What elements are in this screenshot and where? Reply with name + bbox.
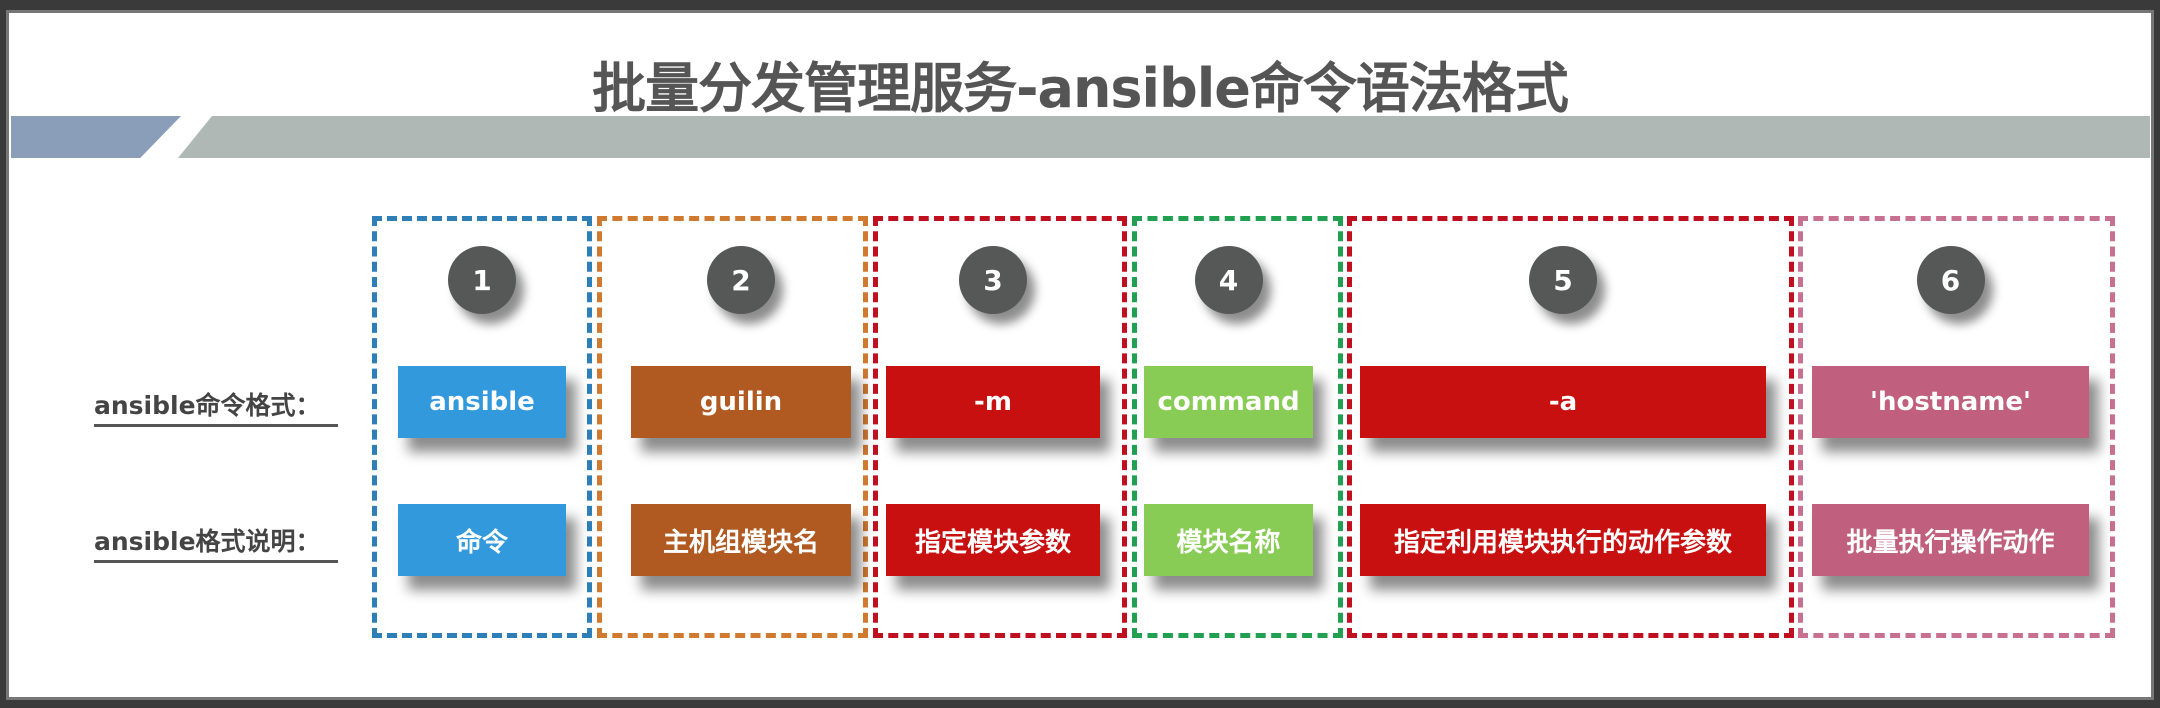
step-number-badge: 2 xyxy=(707,246,775,314)
command-part: -m xyxy=(886,366,1100,438)
command-part: 'hostname' xyxy=(1812,366,2089,438)
command-part: guilin xyxy=(631,366,851,438)
step-number-badge: 5 xyxy=(1529,246,1597,314)
header-band xyxy=(178,116,2150,158)
command-part-description: 指定利用模块执行的动作参数 xyxy=(1360,504,1766,576)
column-group-1 xyxy=(372,216,592,638)
step-number-badge: 3 xyxy=(959,246,1027,314)
row-label-explain: ansible格式说明： xyxy=(94,522,338,563)
command-part-description: 主机组模块名 xyxy=(631,504,851,576)
step-number-badge: 4 xyxy=(1194,246,1263,314)
column-group-6 xyxy=(1798,216,2115,638)
column-group-4 xyxy=(1132,216,1343,638)
command-part: ansible xyxy=(398,366,566,438)
step-number-badge: 1 xyxy=(448,246,516,314)
command-part: command xyxy=(1144,366,1313,438)
column-group-5 xyxy=(1347,216,1794,638)
command-part-description: 批量执行操作动作 xyxy=(1812,504,2089,576)
row-label-command: ansible命令格式： xyxy=(94,386,338,427)
column-group-3 xyxy=(873,216,1127,638)
command-part: -a xyxy=(1360,366,1766,438)
column-group-2 xyxy=(597,216,868,638)
command-part-description: 命令 xyxy=(398,504,566,576)
step-number-badge: 6 xyxy=(1916,246,1985,314)
command-part-description: 模块名称 xyxy=(1144,504,1313,576)
command-part-description: 指定模块参数 xyxy=(886,504,1100,576)
slide-title: 批量分发管理服务-ansible命令语法格式 xyxy=(592,57,1569,120)
